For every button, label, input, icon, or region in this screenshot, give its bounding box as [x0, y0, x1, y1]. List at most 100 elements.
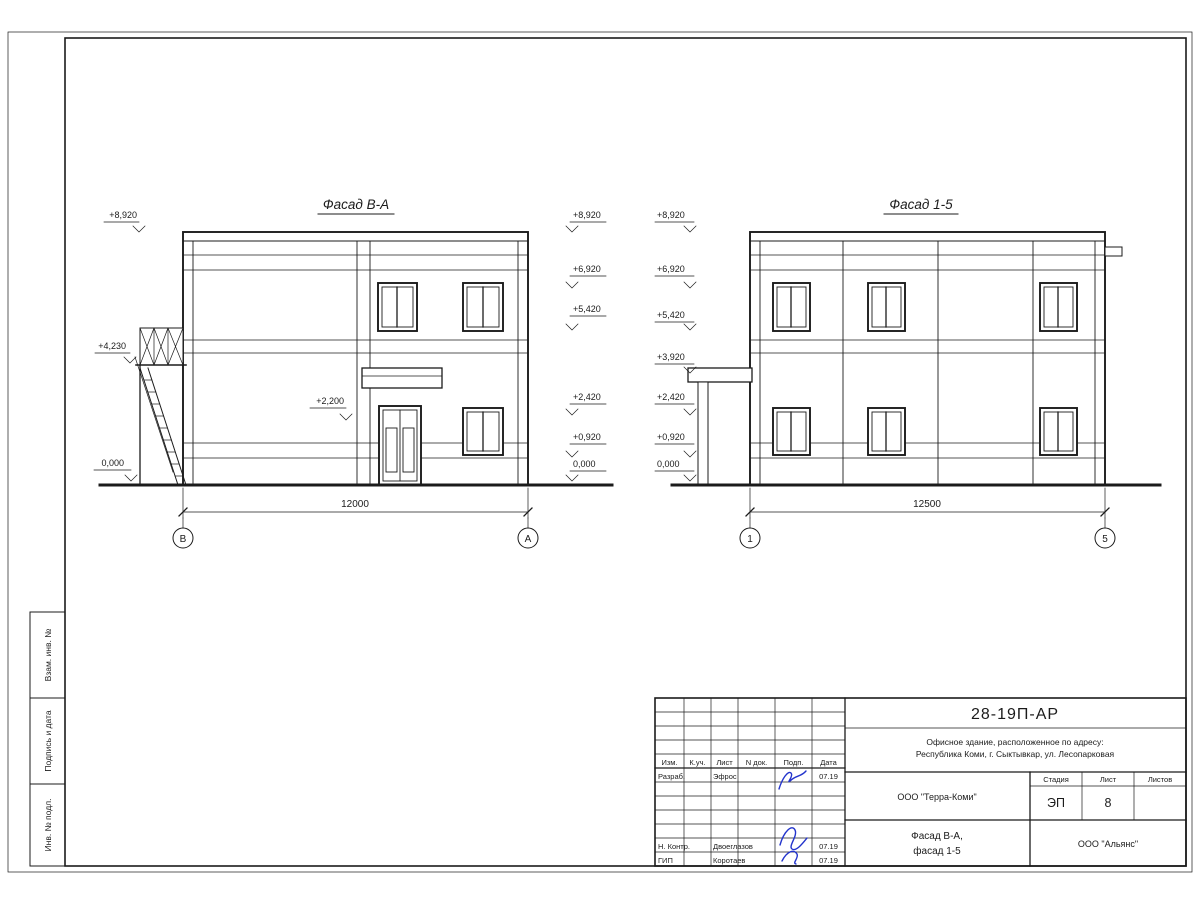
dimension-ba: 12000: [178, 487, 533, 519]
svg-text:+4,230: +4,230: [98, 341, 126, 351]
svg-text:+8,920: +8,920: [657, 210, 685, 220]
svg-text:0,000: 0,000: [573, 459, 596, 469]
col-kuch: К.уч.: [689, 758, 705, 767]
axis-15-right: 5: [1094, 517, 1116, 549]
svg-text:5: 5: [1102, 534, 1108, 545]
svg-text:0,000: 0,000: [657, 459, 680, 469]
nkontr-role: Н. Контр.: [658, 842, 690, 851]
svg-text:+6,920: +6,920: [573, 264, 601, 274]
description-line2: Республика Коми, г. Сыктывкар, ул. Лесоп…: [916, 749, 1115, 759]
elevation-mark: 0,000: [93, 458, 138, 482]
window-ba-upper-1: [377, 282, 418, 332]
svg-text:+6,920: +6,920: [657, 264, 685, 274]
dimension-15: 12500: [745, 487, 1110, 519]
elevation-mark: 0,000: [654, 459, 697, 482]
svg-text:+8,920: +8,920: [573, 210, 601, 220]
side-label-vzam: Взам. инв. №: [43, 629, 53, 682]
sheets-label: Листов: [1148, 775, 1172, 784]
svg-text:1: 1: [747, 534, 753, 545]
roof-pipe: [1104, 246, 1123, 257]
elevation-mark: +2,420: [565, 392, 607, 416]
svg-text:+2,200: +2,200: [316, 396, 344, 406]
dimension-ba-value: 12000: [341, 499, 369, 510]
nkontr-name: Двоеглазов: [713, 842, 753, 851]
col-izm: Изм.: [661, 758, 677, 767]
axis-ba-right: А: [517, 517, 539, 549]
sheet-label: Лист: [1100, 775, 1117, 784]
col-ndok: N док.: [746, 758, 767, 767]
svg-text:+0,920: +0,920: [657, 432, 685, 442]
dimension-15-value: 12500: [913, 499, 941, 510]
nkontr-date: 07.19: [819, 842, 838, 851]
sheet-title-line1: Фасад В-А,: [911, 831, 963, 842]
side-label-podpis: Подпись и дата: [43, 710, 53, 771]
elevation-mark: +6,920: [654, 264, 697, 289]
elevation-mark: +6,920: [565, 264, 607, 289]
stage-value: ЭП: [1047, 796, 1065, 810]
axis-ba-left: В: [172, 517, 194, 549]
entrance-door: [378, 405, 422, 486]
elevation-mark: +0,920: [654, 432, 697, 458]
title-block: Изм. К.уч. Лист N док. Подп. Дата Разраб…: [654, 697, 1187, 867]
elevation-mark: +8,920: [654, 210, 697, 233]
window-ba-upper-2: [462, 282, 504, 332]
svg-text:+2,420: +2,420: [657, 392, 685, 402]
elevation-mark: +2,420: [654, 392, 697, 416]
window-ba-lower-1: [462, 407, 504, 456]
elevation-mark: +2,200: [309, 396, 353, 421]
facade-ba-title: Фасад В-А: [323, 197, 389, 212]
sheet-title-line2: фасад 1-5: [913, 845, 961, 857]
elevation-mark: +3,920: [654, 352, 697, 374]
razrab-name: Эфрос: [713, 772, 737, 781]
col-podp: Подп.: [784, 758, 804, 767]
razrab-role: Разраб.: [658, 772, 685, 781]
window-15-upper-2: [867, 282, 906, 332]
gip-role: ГИП: [658, 856, 673, 865]
elevation-mark: +4,230: [94, 341, 137, 364]
porch-canopy: [687, 367, 753, 486]
col-list: Лист: [716, 758, 733, 767]
facade-ba: Фасад В-А: [93, 197, 614, 549]
svg-text:+5,420: +5,420: [573, 304, 601, 314]
svg-text:В: В: [180, 534, 187, 545]
left-margin-boxes: Взам. инв. № Подпись и дата Инв. № подл.: [29, 611, 66, 867]
signature-nkontr-gip: [779, 827, 808, 865]
title-block-revision-grid: [654, 697, 846, 867]
svg-text:+5,420: +5,420: [657, 310, 685, 320]
svg-text:0,000: 0,000: [101, 458, 124, 468]
gip-name: Коротаев: [713, 856, 745, 865]
client-name: ООО "Терра-Коми": [897, 792, 976, 802]
razrab-date: 07.19: [819, 772, 838, 781]
elevation-mark: +5,420: [565, 304, 607, 331]
elevation-mark: +0,920: [565, 432, 607, 458]
window-15-lower-1: [772, 407, 811, 456]
facade-15: Фасад 1-5: [654, 197, 1162, 549]
svg-text:+3,920: +3,920: [657, 352, 685, 362]
fire-escape-stair: [134, 327, 187, 486]
axis-15-left: 1: [739, 517, 761, 549]
svg-text:+8,920: +8,920: [109, 210, 137, 220]
elevation-mark: +5,420: [654, 310, 697, 331]
doc-number: 28-19П-АР: [971, 706, 1059, 723]
stage-label: Стадия: [1043, 775, 1069, 784]
elevation-mark: 0,000: [565, 459, 607, 482]
elevation-mark: +8,920: [565, 210, 607, 233]
col-data: Дата: [820, 758, 837, 767]
window-15-lower-3: [1039, 407, 1078, 456]
description-line1: Офисное здание, расположенное по адресу:: [926, 737, 1103, 747]
facade-15-title: Фасад 1-5: [889, 197, 953, 212]
window-15-upper-3: [1039, 282, 1078, 332]
side-label-inv: Инв. № подл.: [43, 799, 53, 852]
svg-text:А: А: [525, 534, 532, 545]
window-15-upper-1: [772, 282, 811, 332]
contractor-name: ООО "Альянс": [1078, 839, 1138, 849]
svg-text:+2,420: +2,420: [573, 392, 601, 402]
elevation-mark: +8,920: [103, 210, 146, 233]
window-15-lower-2: [867, 407, 906, 456]
signature-razrab: [778, 770, 807, 790]
sheet-number: 8: [1105, 796, 1112, 810]
entrance-canopy: [361, 367, 443, 389]
gip-date: 07.19: [819, 856, 838, 865]
svg-text:+0,920: +0,920: [573, 432, 601, 442]
